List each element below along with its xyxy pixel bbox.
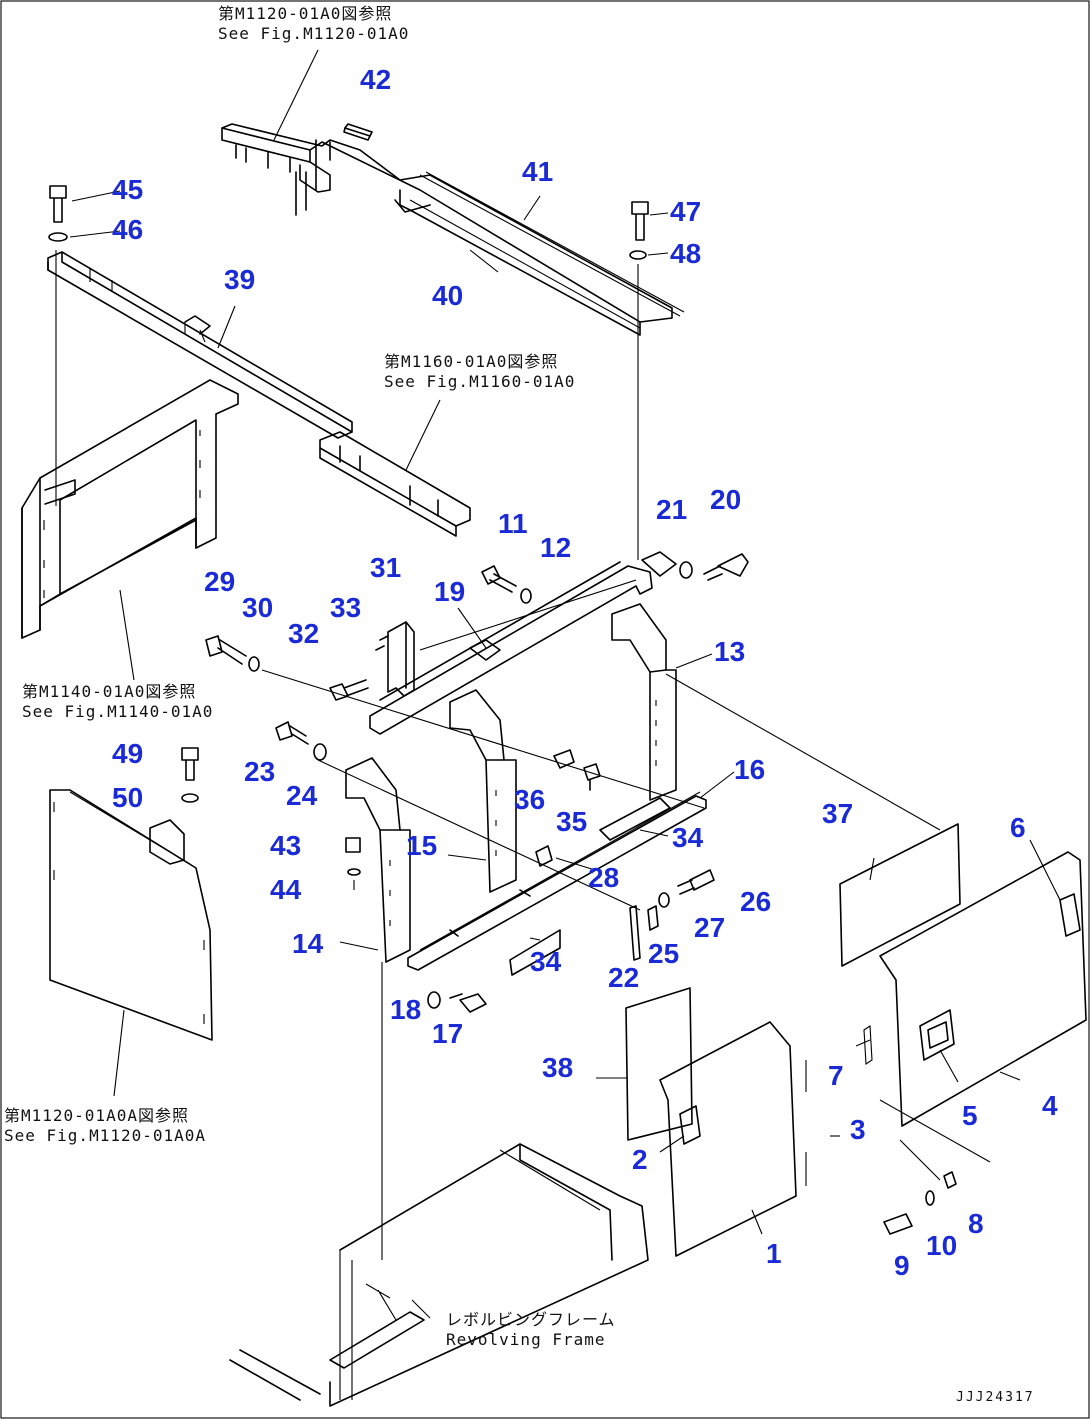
callout-13: 13 (714, 636, 746, 667)
callout-16: 16 (734, 754, 766, 785)
reference-en: See Fig.M1160-01A0 (384, 372, 576, 391)
callout-49: 49 (112, 738, 144, 769)
callout-44: 44 (270, 874, 302, 905)
callout-47: 47 (670, 196, 702, 227)
callout-9: 9 (894, 1250, 910, 1281)
callout-42: 42 (360, 64, 392, 95)
callout-48: 48 (670, 238, 702, 269)
callout-24: 24 (286, 780, 318, 811)
callout-41: 41 (522, 156, 554, 187)
callout-12: 12 (540, 532, 572, 563)
right-door-4 (839, 823, 1087, 1127)
reference-note-revolving-frame: レボルビングフレーム Revolving Frame (446, 1310, 616, 1350)
callout-33: 33 (330, 592, 362, 623)
callout-15: 15 (406, 830, 438, 861)
callout-35: 35 (556, 806, 588, 837)
callout-10: 10 (926, 1230, 958, 1261)
reference-jp: 第M1140-01A0図参照 (22, 682, 197, 701)
top-rail-assembly (221, 123, 685, 336)
callout-45: 45 (112, 174, 144, 205)
callout-4: 4 (1042, 1090, 1058, 1121)
callout-11: 11 (498, 508, 528, 539)
reference-note-m1120-top: 第M1120-01A0図参照 See Fig.M1120-01A0 (218, 4, 409, 44)
callout-36: 36 (514, 784, 546, 815)
callout-25: 25 (648, 938, 680, 969)
callout-18: 18 (390, 994, 422, 1025)
reference-en: See Fig.M1140-01A0 (22, 702, 214, 721)
callout-8: 8 (968, 1208, 984, 1239)
reference-jp: 第M1120-01A0A図参照 (4, 1106, 189, 1125)
post-14 (345, 757, 411, 1260)
callout-37: 37 (822, 798, 854, 829)
callout-21: 21 (656, 494, 688, 525)
reference-en: Revolving Frame (446, 1330, 606, 1349)
callout-30: 30 (242, 592, 274, 623)
callout-40: 40 (432, 280, 464, 311)
callout-43: 43 (270, 830, 302, 861)
guide-lines (261, 579, 991, 1181)
callout-39: 39 (224, 264, 256, 295)
callout-23: 23 (244, 756, 276, 787)
reference-note-m1120-bottom: 第M1120-01A0A図参照 See Fig.M1120-01A0A (4, 1106, 206, 1146)
cross-beam-39 (47, 251, 471, 537)
callout-31: 31 (370, 552, 402, 583)
upper-frame-19 (369, 264, 677, 801)
post-15 (449, 689, 517, 893)
reference-note-m1160: 第M1160-01A0図参照 See Fig.M1160-01A0 (384, 352, 575, 392)
hardware (48, 185, 957, 1235)
callout-7: 7 (828, 1060, 844, 1091)
reference-en: See Fig.M1120-01A0A (4, 1126, 207, 1145)
callout-6: 6 (1010, 812, 1026, 843)
left-side-frame (21, 250, 239, 639)
bracket-31 (375, 621, 415, 697)
reference-en: See Fig.M1120-01A0 (218, 24, 410, 43)
callout-5: 5 (962, 1100, 978, 1131)
lower-rail-16 (407, 791, 707, 976)
callout-34-lower: 34 (530, 946, 562, 977)
callout-22: 22 (608, 962, 640, 993)
callout-27: 27 (694, 912, 726, 943)
revolving-frame (229, 1143, 649, 1407)
reference-note-m1140: 第M1140-01A0図参照 See Fig.M1140-01A0 (22, 682, 213, 722)
drawing-code: JJJ24317 (956, 1390, 1035, 1405)
callout-38: 38 (542, 1052, 574, 1083)
callout-17: 17 (432, 1018, 464, 1049)
callout-29: 29 (204, 566, 236, 597)
reference-jp: 第M1120-01A0図参照 (218, 4, 393, 23)
left-cover-panel (49, 789, 213, 1041)
callout-20: 20 (710, 484, 742, 515)
callout-34-upper: 34 (672, 822, 704, 853)
callout-32: 32 (288, 618, 320, 649)
callout-14: 14 (292, 928, 324, 959)
callout-3: 3 (850, 1114, 866, 1145)
door-1 (625, 987, 807, 1257)
callout-1: 1 (766, 1238, 782, 1269)
callout-46: 46 (112, 214, 144, 245)
callout-28: 28 (588, 862, 620, 893)
callout-19: 19 (434, 576, 466, 607)
reference-jp: レボルビングフレーム (446, 1310, 616, 1329)
callout-26: 26 (740, 886, 772, 917)
callout-50: 50 (112, 782, 144, 813)
callout-2: 2 (632, 1144, 648, 1175)
reference-jp: 第M1160-01A0図参照 (384, 352, 559, 371)
leader-lines (69, 49, 1061, 1319)
